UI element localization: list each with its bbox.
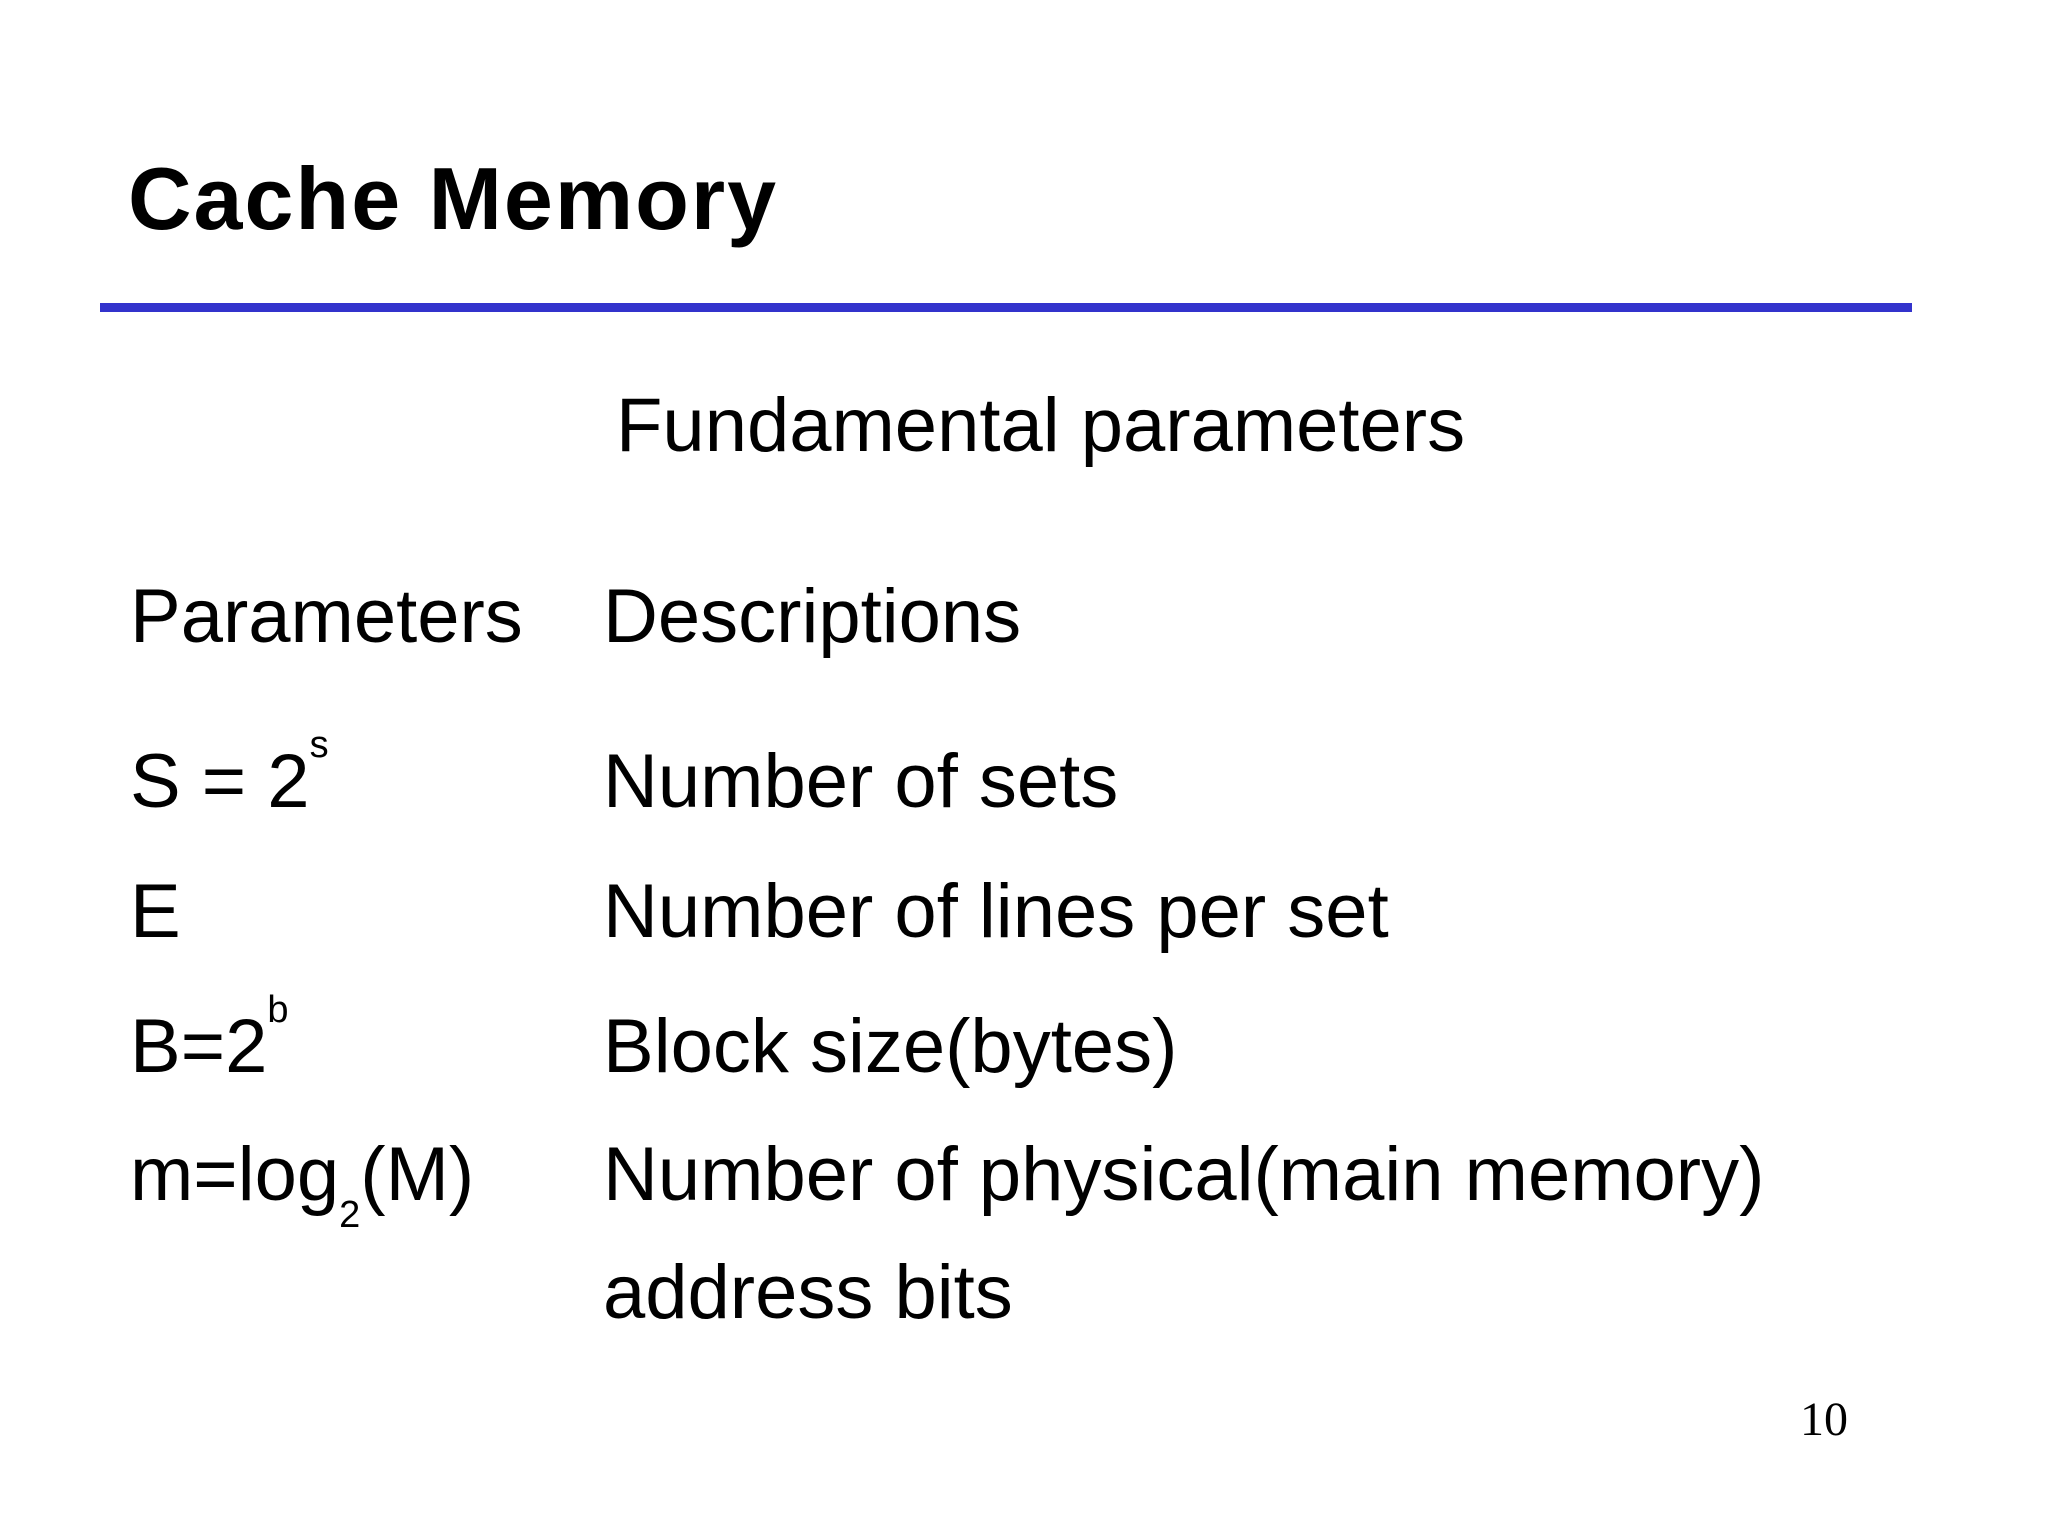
slide-title: Cache Memory <box>128 149 779 248</box>
table-row: m=log2(M) Number of physical(main memory… <box>130 1116 1990 1352</box>
row-description: Number of lines per set <box>603 869 1389 954</box>
parameter-superscript: s <box>309 724 329 767</box>
slide-subtitle: Fundamental parameters <box>616 383 1466 468</box>
row-description: Number of physical(main memory) address … <box>603 1116 1943 1352</box>
description-line-2: address bits <box>603 1249 1013 1335</box>
parameter-text: m=log <box>130 1132 340 1217</box>
table-header-row: Parameters Descriptions <box>130 558 1990 676</box>
row-parameter: m=log2(M) <box>130 1116 603 1234</box>
parameters-column-header: Parameters <box>130 574 523 659</box>
row-description: Number of sets <box>603 739 1119 824</box>
page-number: 10 <box>1800 1393 1848 1446</box>
description-line-1: Number of physical(main memory) <box>603 1132 1765 1217</box>
parameter-text: B=2 <box>130 1004 268 1089</box>
table-row: S = 2s Number of sets <box>130 723 1990 841</box>
parameter-subscript: 2 <box>339 1193 361 1236</box>
row-parameter: E <box>130 853 603 971</box>
descriptions-column-header: Descriptions <box>603 574 1022 659</box>
table-row: B=2b Block size(bytes) <box>130 988 1990 1106</box>
parameter-text: S = 2 <box>130 739 310 824</box>
parameter-text: E <box>130 869 181 954</box>
row-parameter: S = 2s <box>130 723 603 841</box>
parameter-superscript: b <box>267 989 289 1032</box>
table-row: E Number of lines per set <box>130 853 1990 971</box>
parameter-text-tail: (M) <box>360 1132 475 1217</box>
row-description: Block size(bytes) <box>603 1004 1178 1089</box>
title-divider-line <box>100 303 1912 312</box>
row-parameter: B=2b <box>130 988 603 1106</box>
